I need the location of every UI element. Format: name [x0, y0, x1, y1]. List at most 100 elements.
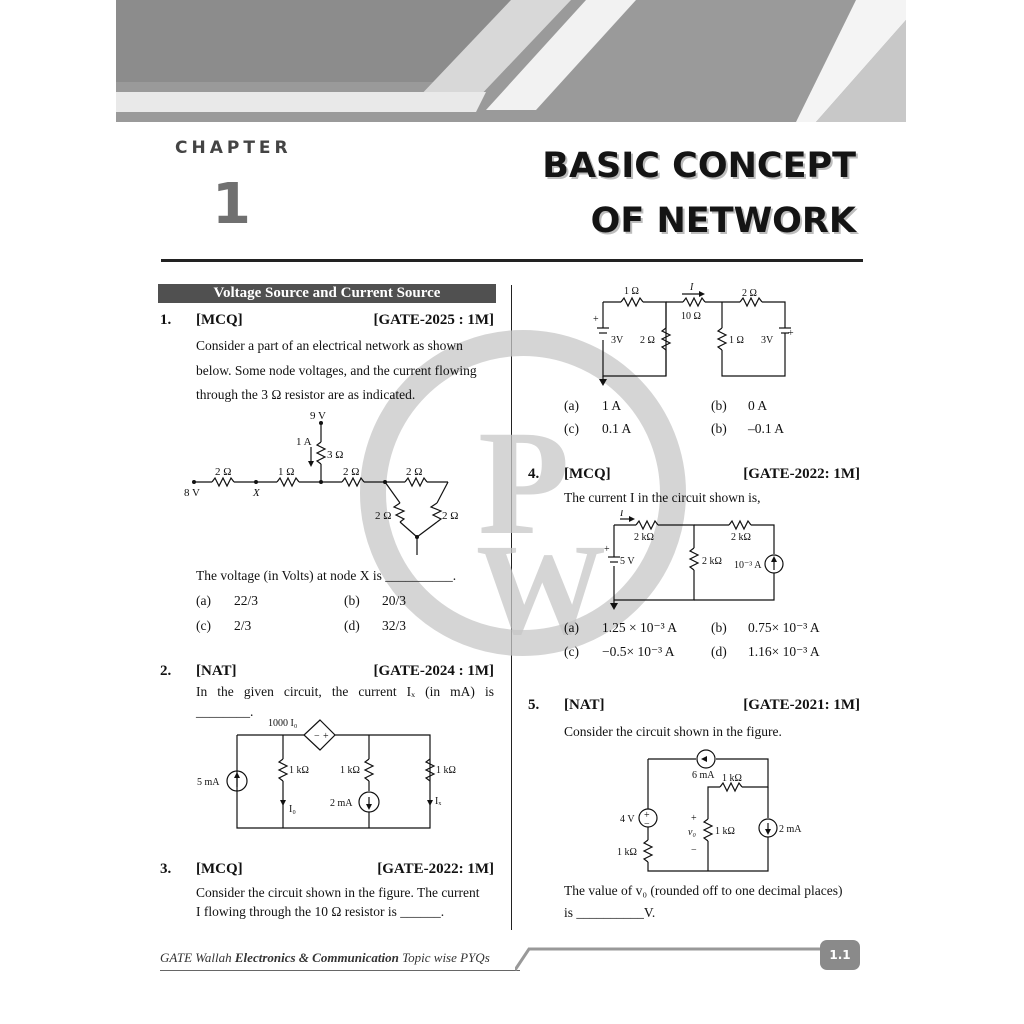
option-label: (c): [564, 644, 579, 659]
label-current-i: I: [689, 282, 694, 293]
question-text: Consider the circuit shown in the figure…: [196, 885, 480, 900]
option-label: (d): [344, 618, 360, 633]
svg-text:+: +: [323, 731, 329, 742]
option-label: (b): [711, 620, 727, 635]
section-header: Voltage Source and Current Source: [158, 284, 496, 303]
footer-subject: Electronics & Communication: [234, 950, 399, 965]
option-label: (b): [711, 421, 727, 436]
label-2ohm: 2 Ω: [442, 510, 458, 522]
label-current-i: I: [619, 510, 624, 519]
chapter-title-line1: BASIC CONCEPT: [542, 146, 856, 186]
svg-text:+: +: [788, 328, 794, 339]
question-tag: [GATE-2024 : 1M]: [373, 663, 494, 679]
option-label: (a): [564, 620, 579, 635]
page-number-badge: 1.1: [820, 940, 860, 970]
question-text: In the given circuit, the current Iₓ (in…: [196, 684, 494, 699]
label-3v: 3V: [611, 335, 624, 346]
label-5v: 5 V: [620, 556, 635, 567]
question-prompt: is __________V.: [564, 905, 656, 920]
option-value: 0 A: [748, 398, 768, 413]
option-value: 20/3: [382, 593, 407, 608]
option-label: (a): [196, 593, 211, 608]
chapter-number: 1: [212, 172, 251, 237]
question-text: I flowing through the 10 Ω resistor is _…: [196, 904, 445, 919]
label-1kohm: 1 kΩ: [340, 765, 360, 776]
question-prompt: The value of v₀ (rounded off to one deci…: [564, 883, 843, 898]
label-1a: 1 A: [296, 436, 312, 448]
question-text: Consider a part of an electrical network…: [196, 334, 494, 408]
question-tag: [GATE-2025 : 1M]: [373, 312, 494, 328]
text-line: Consider a part of an electrical network…: [196, 338, 463, 353]
svg-text:−: −: [691, 845, 697, 856]
question-type: [NAT]: [564, 697, 605, 713]
question-type: [MCQ]: [196, 312, 243, 328]
question-text: Consider the circuit shown in the figure…: [564, 724, 782, 739]
footer-suffix: Topic wise PYQs: [398, 950, 490, 965]
label-5ma: 5 mA: [197, 777, 220, 788]
column-divider: [511, 285, 512, 930]
label-9v: 9 V: [310, 410, 326, 422]
circuit-diagram-q5: + − 6 mA 1 kΩ 4 V + v₀ − 1 kΩ 2 mA 1 kΩ: [617, 749, 802, 872]
option-value: –0.1 A: [748, 421, 785, 436]
label-3v: 3V: [761, 335, 774, 346]
label-1kohm: 1 kΩ: [289, 765, 309, 776]
option-label: (d): [711, 644, 727, 659]
footer-prefix: GATE Wallah: [160, 950, 235, 965]
question-text: ________.: [196, 704, 254, 719]
label-dependent-source: 1000 I₀: [268, 718, 298, 729]
label-2ohm: 2 Ω: [406, 466, 422, 478]
question-prompt: The voltage (in Volts) at node X is ____…: [196, 568, 457, 583]
label-2ohm: 2 Ω: [640, 335, 655, 346]
label-10ohm: 10 Ω: [681, 311, 701, 322]
label-1ohm: 1 Ω: [278, 466, 294, 478]
label-1kohm: 1 kΩ: [722, 773, 742, 784]
option-value: 1.16× 10⁻³ A: [748, 644, 820, 659]
label-2ohm: 2 Ω: [742, 288, 757, 299]
question-type: [MCQ]: [196, 861, 243, 877]
question-tag: [GATE-2021: 1M]: [743, 697, 860, 713]
footer-rule: [160, 970, 520, 971]
title-divider: [161, 259, 863, 262]
label-current-source: 10⁻³ A: [734, 560, 762, 571]
chapter-title-line2: OF NETWORK: [590, 201, 856, 241]
label-i0: I₀: [289, 804, 296, 815]
label-1kohm: 1 kΩ: [436, 765, 456, 776]
svg-text:+: +: [604, 544, 610, 555]
pw-watermark-logo: P W: [360, 330, 686, 658]
label-ix: Iₓ: [435, 796, 441, 807]
svg-text:−: −: [644, 819, 650, 830]
svg-text:P: P: [478, 400, 570, 566]
footer-text: GATE Wallah Electronics & Communication …: [160, 950, 490, 966]
label-2kohm: 2 kΩ: [634, 532, 654, 543]
question-number: 2.: [160, 663, 172, 679]
option-label: (b): [711, 398, 727, 413]
label-2kohm: 2 kΩ: [731, 532, 751, 543]
label-v0: v₀: [688, 827, 696, 838]
label-2ohm: 2 Ω: [343, 466, 359, 478]
option-value: 22/3: [234, 593, 259, 608]
text-line: below. Some node voltages, and the curre…: [196, 362, 477, 378]
svg-text:−: −: [314, 731, 320, 742]
question-number: 3.: [160, 861, 172, 877]
label-8v: 8 V: [184, 487, 200, 499]
label-2kohm: 2 kΩ: [702, 556, 722, 567]
option-label: (c): [564, 421, 579, 436]
option-value: 2/3: [234, 618, 252, 633]
chapter-label: CHAPTER: [175, 138, 292, 158]
option-label: (c): [196, 618, 211, 633]
label-3ohm: 3 Ω: [327, 449, 343, 461]
label-2ohm: 2 Ω: [375, 510, 391, 522]
text-line: through the 3 Ω resistor are as indicate…: [196, 387, 416, 402]
label-2ma: 2 mA: [330, 798, 353, 809]
circuit-diagram-q4: I 2 kΩ 2 kΩ + 5 V 2 kΩ 10⁻³ A: [604, 510, 784, 610]
circuit-diagram-q2: − + 1000 I₀ 5 mA 1 kΩ 1 kΩ 1 kΩ 2 mA I₀ …: [197, 718, 456, 829]
label-1kohm: 1 kΩ: [617, 847, 637, 858]
question-type: [NAT]: [196, 663, 237, 679]
circuit-diagram-q3: 1 Ω I 10 Ω 2 Ω + 3V 2 Ω 1 Ω 3V +: [593, 282, 794, 386]
svg-text:W: W: [476, 518, 606, 658]
label-2ma: 2 mA: [779, 824, 802, 835]
option-value: −0.5× 10⁻³ A: [602, 644, 675, 659]
label-node-x: X: [252, 487, 261, 499]
svg-text:+: +: [593, 314, 599, 325]
option-label: (b): [344, 593, 360, 608]
